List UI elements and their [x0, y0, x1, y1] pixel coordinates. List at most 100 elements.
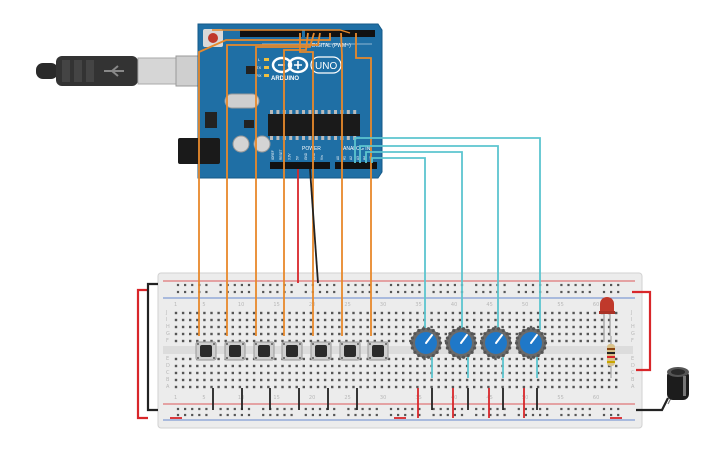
- wire-orange-digital[interactable]: [226, 32, 321, 336]
- usb-cable[interactable]: [36, 55, 199, 87]
- bb-hole: [196, 364, 199, 368]
- perimeter-wires[interactable]: [136, 282, 669, 420]
- wire-red-right-rail[interactable]: [632, 290, 652, 372]
- bb-rail-hole: [531, 283, 535, 287]
- bb-hole: [515, 325, 518, 329]
- chip-pin: [302, 110, 305, 114]
- bb-hole: [593, 371, 597, 375]
- wire-orange-digital[interactable]: [355, 33, 372, 336]
- pushbutton[interactable]: [195, 341, 217, 361]
- bb-rail-hole: [439, 413, 442, 417]
- bb-hole: [501, 318, 504, 322]
- wire-black-left-rail[interactable]: [146, 282, 158, 412]
- bb-hole: [437, 385, 440, 389]
- bottom-jumper-wires[interactable]: [170, 336, 622, 419]
- wire-cyan-analog[interactable]: [354, 137, 541, 330]
- wire-red-left-rail[interactable]: [136, 288, 148, 420]
- pot-tooth: [431, 353, 435, 358]
- bb-hole: [607, 378, 611, 382]
- bb-hole: [615, 357, 618, 361]
- wire-orange-digital[interactable]: [299, 33, 314, 336]
- wire-black-gnd[interactable]: [309, 168, 319, 284]
- potentiometer[interactable]: [409, 327, 443, 359]
- pot-tooth: [452, 353, 456, 358]
- bb-rail-hole: [482, 283, 485, 287]
- bb-rail-hole: [262, 283, 265, 287]
- arduino-uno-board[interactable]: L TX RX ARDUINO UNO DIGITAL (PWM~) POWER…: [178, 23, 383, 179]
- bb-hole: [572, 332, 575, 336]
- reset-button-cap[interactable]: [208, 33, 218, 43]
- bb-hole: [366, 385, 369, 389]
- pushbutton[interactable]: [224, 341, 246, 361]
- bb-rail-hole: [240, 290, 243, 294]
- bb-rail-hole: [482, 407, 485, 411]
- pushbutton[interactable]: [339, 341, 361, 361]
- bb-rail-hole: [397, 413, 400, 417]
- buzzer[interactable]: [667, 367, 689, 405]
- bb-rail-hole: [205, 290, 208, 294]
- pushbutton-cap[interactable]: [258, 345, 270, 357]
- bb-hole: [295, 371, 298, 375]
- wire-orange-digital[interactable]: [198, 33, 331, 336]
- potentiometer[interactable]: [514, 327, 548, 359]
- bb-rail-hole: [361, 407, 364, 411]
- bb-hole: [515, 378, 518, 382]
- pushbutton-cap[interactable]: [344, 345, 356, 357]
- pushbutton[interactable]: [253, 341, 275, 361]
- bb-hole: [288, 311, 291, 315]
- bb-rail-hole: [617, 283, 620, 287]
- wire-orange-digital[interactable]: [212, 29, 351, 34]
- red-led[interactable]: [599, 297, 615, 336]
- bb-hole: [473, 364, 476, 368]
- bb-hole: [394, 357, 398, 361]
- pushbutton[interactable]: [367, 341, 389, 361]
- bb-hole: [203, 385, 206, 389]
- resistor[interactable]: [607, 336, 615, 378]
- bb-hole: [331, 339, 334, 343]
- wire-cyan-analog[interactable]: [365, 151, 463, 330]
- bb-hole: [352, 371, 355, 375]
- wire-orange-digital[interactable]: [283, 32, 309, 336]
- pot-tooth: [438, 346, 442, 350]
- bb-rail-hole: [411, 283, 414, 287]
- bb-hole: [529, 371, 533, 375]
- bb-hole: [487, 364, 490, 368]
- bb-hole: [501, 378, 504, 382]
- wire-cyan-analog[interactable]: [371, 157, 426, 330]
- wire-orange-digital[interactable]: [255, 32, 315, 336]
- bb-hole: [380, 371, 384, 375]
- pushbutton-cap[interactable]: [372, 345, 384, 357]
- wire-orange-digital[interactable]: [340, 32, 343, 336]
- pushbutton[interactable]: [310, 341, 332, 361]
- bb-hole: [451, 364, 455, 368]
- pushbutton[interactable]: [281, 341, 303, 361]
- bb-hole: [522, 371, 526, 375]
- capacitor-icon: [253, 135, 271, 153]
- pushbutton-cap[interactable]: [286, 345, 298, 357]
- pushbutton-cap[interactable]: [200, 345, 212, 357]
- bb-rail-hole: [368, 283, 371, 287]
- potentiometers[interactable]: [409, 327, 548, 359]
- digital-wires[interactable]: [198, 29, 372, 336]
- pushbutton-cap[interactable]: [229, 345, 241, 357]
- pushbutton-cap[interactable]: [315, 345, 327, 357]
- chip-pin: [353, 110, 357, 114]
- wire-black-to-buzzer[interactable]: [636, 397, 669, 412]
- bb-hole: [593, 339, 597, 343]
- bb-rail-hole: [397, 283, 400, 287]
- bb-hole: [402, 325, 405, 329]
- pushbutton-leg: [328, 343, 330, 345]
- bb-hole: [302, 325, 305, 329]
- potentiometer[interactable]: [479, 327, 513, 359]
- wire-cyan-analog[interactable]: [359, 145, 499, 330]
- pushbuttons[interactable]: [195, 341, 389, 361]
- bb-hole: [316, 318, 320, 322]
- bb-rail-hole: [503, 283, 506, 287]
- potentiometer[interactable]: [444, 327, 478, 359]
- pushbutton-leg: [369, 343, 371, 345]
- bb-hole: [402, 332, 405, 336]
- bb-hole: [487, 325, 490, 329]
- bb-hole: [174, 325, 178, 329]
